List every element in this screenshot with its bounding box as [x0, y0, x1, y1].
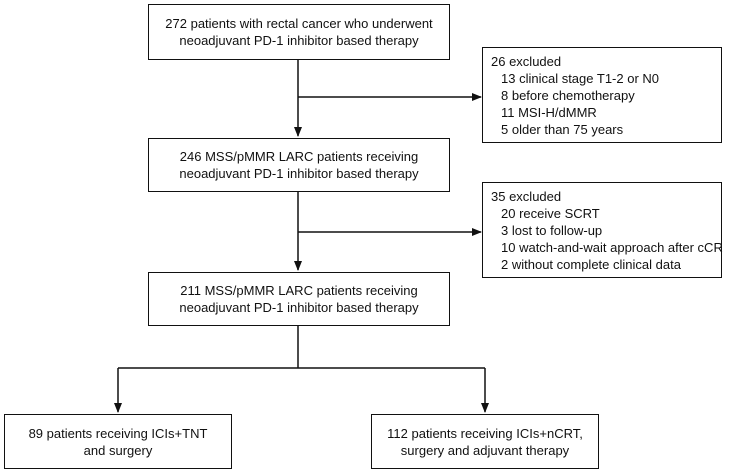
excluded-1-item: 8 before chemotherapy: [501, 88, 635, 103]
excluded-2-item: 20 receive SCRT: [501, 206, 600, 221]
initial-line-1: 272 patients with rectal cancer who unde…: [165, 16, 433, 31]
ncrt-line-1: 112 patients receiving ICIs+nCRT,: [387, 425, 583, 441]
tnt-line-1: 89 patients receiving ICIs+TNT: [28, 425, 208, 441]
mss-246-line-1: 246 MSS/pMMR LARC patients receiving: [179, 149, 419, 164]
box-excluded-1: 26 excluded 13 clinical stage T1-2 or N0…: [482, 47, 722, 143]
box-ici-tnt: 89 patients receiving ICIs+TNT and surge…: [4, 414, 232, 469]
excluded-1-item: 11 MSI-H/dMMR: [501, 105, 597, 120]
mss-211-line-1: 211 MSS/pMMR LARC patients receiving: [180, 283, 418, 298]
box-excluded-2: 35 excluded 20 receive SCRT 3 lost to fo…: [482, 182, 723, 278]
box-initial-cohort: 272 patients with rectal cancer who unde…: [148, 4, 450, 60]
excluded-1-item: 5 older than 75 years: [501, 122, 624, 137]
excluded-1-header: 26 excluded: [491, 54, 562, 69]
initial-line-2: neoadjuvant PD-1 inhibitor based therapy: [179, 33, 419, 48]
excluded-2-item: 3 lost to follow-up: [501, 223, 603, 238]
excluded-2-header: 35 excluded: [491, 189, 562, 204]
ncrt-line-2: surgery and adjuvant therapy: [400, 442, 570, 458]
tnt-line-2: and surgery: [83, 442, 153, 458]
excluded-1-item: 13 clinical stage T1-2 or N0: [501, 71, 660, 86]
mss-211-line-2: neoadjuvant PD-1 inhibitor based therapy: [179, 300, 419, 315]
box-mss-211: 211 MSS/pMMR LARC patients receiving neo…: [148, 272, 450, 326]
mss-246-line-2: neoadjuvant PD-1 inhibitor based therapy: [179, 166, 419, 181]
box-mss-246: 246 MSS/pMMR LARC patients receiving neo…: [148, 138, 450, 192]
excluded-2-item: 10 watch-and-wait approach after cCR: [501, 240, 723, 255]
excluded-2-item: 2 without complete clinical data: [501, 257, 681, 272]
box-ici-ncrt: 112 patients receiving ICIs+nCRT, surger…: [371, 414, 599, 469]
